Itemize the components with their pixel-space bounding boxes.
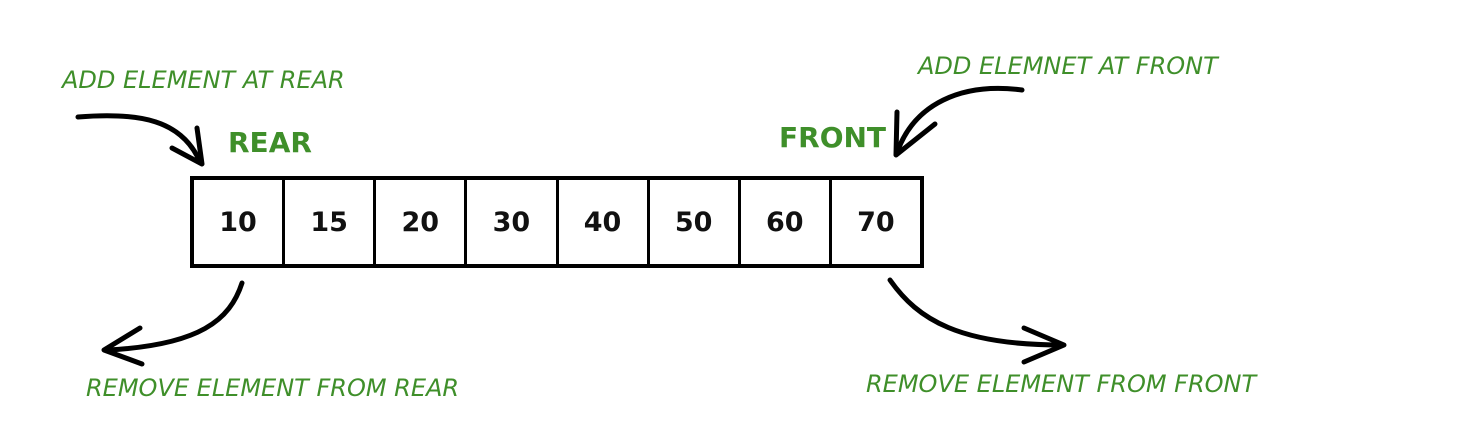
deque-cell: 70 — [857, 206, 895, 238]
add-rear-arrow-icon — [75, 113, 205, 167]
remove-front-arrow-icon — [887, 277, 1067, 365]
add-element-at-rear-annotation: ADD ELEMENT AT REAR — [62, 66, 345, 94]
add-element-at-front-annotation: ADD ELEMNET AT FRONT — [918, 52, 1218, 80]
remove-element-from-rear-annotation: REMOVE ELEMENT FROM REAR — [86, 374, 460, 402]
deque-cell: 10 — [194, 180, 286, 264]
deque-box: 10 15 20 30 40 50 60 70 — [190, 176, 924, 268]
remove-rear-arrow-icon — [101, 280, 245, 367]
front-label: FRONT — [779, 121, 887, 154]
add-front-arrow-icon — [893, 85, 1025, 158]
deque-cell: 60 — [741, 180, 832, 264]
remove-element-from-front-annotation: REMOVE ELEMENT FROM FRONT — [866, 370, 1257, 398]
deque-cell: 40 — [559, 180, 650, 264]
rear-label: REAR — [228, 126, 312, 159]
deque-cell: 30 — [467, 180, 559, 264]
deque-cell: 15 — [285, 180, 377, 264]
deque-cell: 50 — [650, 180, 741, 264]
deque-cell: 20 — [376, 180, 468, 264]
